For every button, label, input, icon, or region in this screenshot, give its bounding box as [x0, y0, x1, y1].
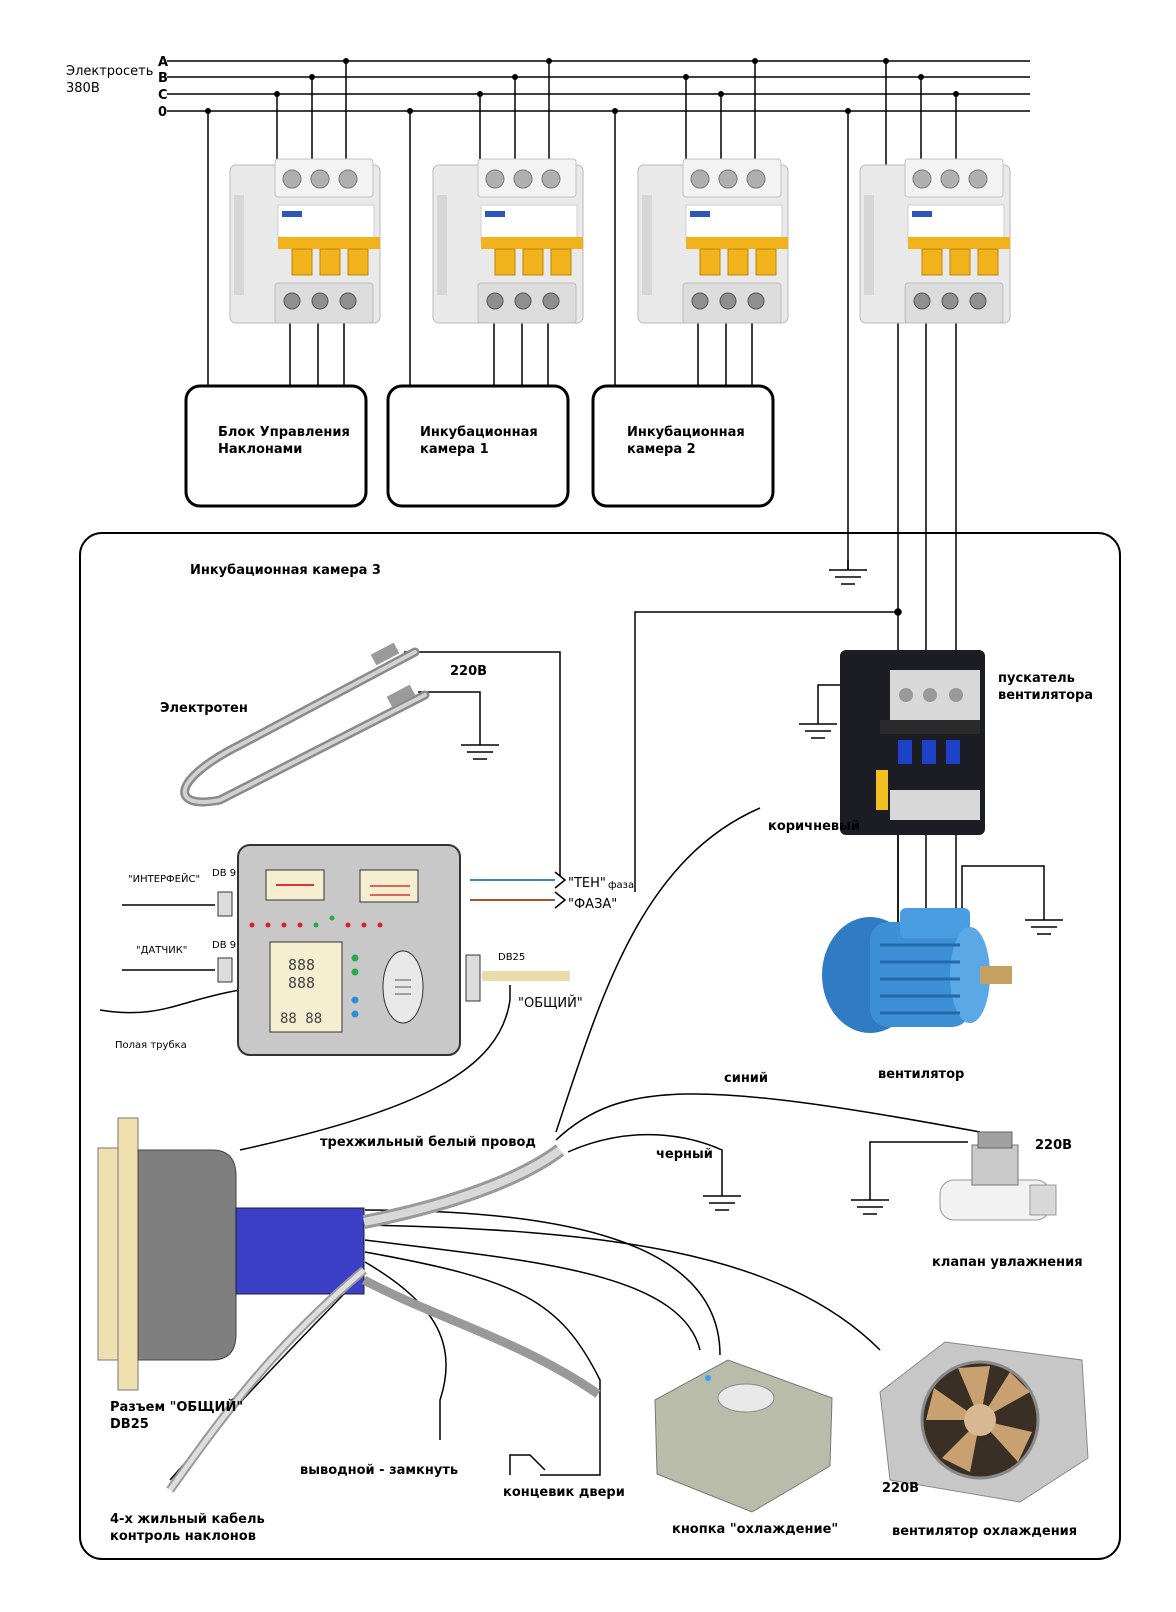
sensor-label: "ДАТЧИК": [136, 945, 188, 956]
chamber3-title: Инкубационная камера 3: [190, 563, 381, 578]
db9-bottom-label: DB 9: [212, 940, 237, 951]
display-mid: 888: [288, 974, 315, 992]
connector-line2: DB25: [110, 1417, 149, 1432]
ground-icon: [1024, 909, 1064, 935]
breaker-icon: [637, 158, 789, 324]
phase-label-c: C: [158, 88, 168, 103]
chamber2-label: Инкубационная камера 2: [627, 424, 745, 458]
chamber2-line2: камера 2: [627, 442, 696, 457]
mains-title-line1: Электросеть: [66, 64, 154, 79]
chamber1-line2: камера 1: [420, 442, 489, 457]
ten-label: "ТЕН": [568, 876, 606, 891]
mains-title-line2: 380В: [66, 81, 100, 96]
db25-connector-icon: [97, 1117, 601, 1493]
phase-small-label: фаза: [608, 880, 635, 891]
phase-label-a: A: [158, 55, 168, 70]
mains-title: Электросеть 380В: [66, 63, 153, 97]
phase-label: "ФАЗА": [568, 897, 618, 912]
cooling-fan-voltage: 220В: [882, 1481, 920, 1496]
tilt-control-line1: Блок Управления: [218, 425, 350, 440]
output-short-label: выводной - замкнуть: [300, 1463, 459, 1478]
starter-line2: вентилятора: [998, 688, 1094, 703]
ground-icon: [798, 713, 838, 739]
valve-voltage: 220В: [1035, 1138, 1073, 1153]
heater-voltage: 220В: [450, 664, 488, 679]
ground-icon: [702, 1185, 742, 1211]
controller-unit: [217, 844, 570, 1056]
cable-line1: 4-х жильный кабель: [110, 1512, 265, 1527]
contactor-icon: [840, 650, 985, 835]
heater-label: Электротен: [160, 701, 248, 716]
blue-wire-label: синий: [724, 1071, 769, 1086]
mains-bus: [167, 60, 1030, 112]
black-wire-label: черный: [656, 1147, 713, 1162]
cable-line2: контроль наклонов: [110, 1529, 256, 1544]
db9-top-label: DB 9: [212, 868, 237, 879]
bus-junctions: [205, 58, 959, 114]
breaker-icon: [859, 158, 1011, 324]
phase-label-b: B: [158, 71, 168, 86]
breaker-icon: [229, 158, 381, 324]
chamber2-block: [591, 384, 775, 508]
interface-label: "ИНТЕРФЕЙС": [128, 874, 201, 885]
tilt-control-block: [184, 384, 368, 508]
chamber1-block: [386, 384, 570, 508]
cooling-fan-label: вентилятор охлаждения: [892, 1524, 1078, 1539]
chamber1-label: Инкубационная камера 1: [420, 424, 538, 458]
common-label: "ОБЩИЙ": [518, 996, 583, 1011]
fan-icon: [879, 1341, 1089, 1503]
starter-label: пускатель вентилятора: [998, 670, 1093, 704]
cooling-button-label: кнопка "охлаждение": [672, 1522, 839, 1537]
connector-line1: Разъем "ОБЩИЙ": [110, 1400, 244, 1415]
fan-label: вентилятор: [878, 1067, 965, 1082]
ground-icon: [850, 1189, 890, 1215]
connector-label: Разъем "ОБЩИЙ" DB25: [110, 1399, 243, 1433]
chamber3-frame: [79, 532, 1121, 1560]
door-switch-label: концевик двери: [503, 1485, 625, 1500]
hollow-tube-label: Полая трубка: [115, 1040, 187, 1051]
heater-icon: [180, 642, 430, 807]
db25-label: DB25: [498, 952, 526, 963]
motor-icon: [822, 908, 1012, 1033]
button-icon: [654, 1359, 833, 1513]
ground-icon: [460, 734, 500, 760]
chamber2-line1: Инкубационная: [627, 425, 745, 440]
display-bottom: 88 88: [280, 1011, 322, 1027]
chamber1-line1: Инкубационная: [420, 425, 538, 440]
brown-wire-label: коричневый: [768, 819, 860, 834]
valve-label: клапан увлажнения: [932, 1255, 1083, 1270]
three-core-label: трехжильный белый провод: [320, 1135, 536, 1150]
cable-label: 4-х жильный кабель контроль наклонов: [110, 1511, 265, 1545]
starter-line1: пускатель: [998, 671, 1075, 686]
tilt-control-line2: Наклонами: [218, 442, 303, 457]
valve-icon: [939, 1131, 1057, 1221]
chamber3-wiring: [99, 540, 1045, 1481]
display-top: 888: [288, 956, 315, 974]
phase-label-0: 0: [158, 105, 167, 120]
breaker-icon: [432, 158, 584, 324]
